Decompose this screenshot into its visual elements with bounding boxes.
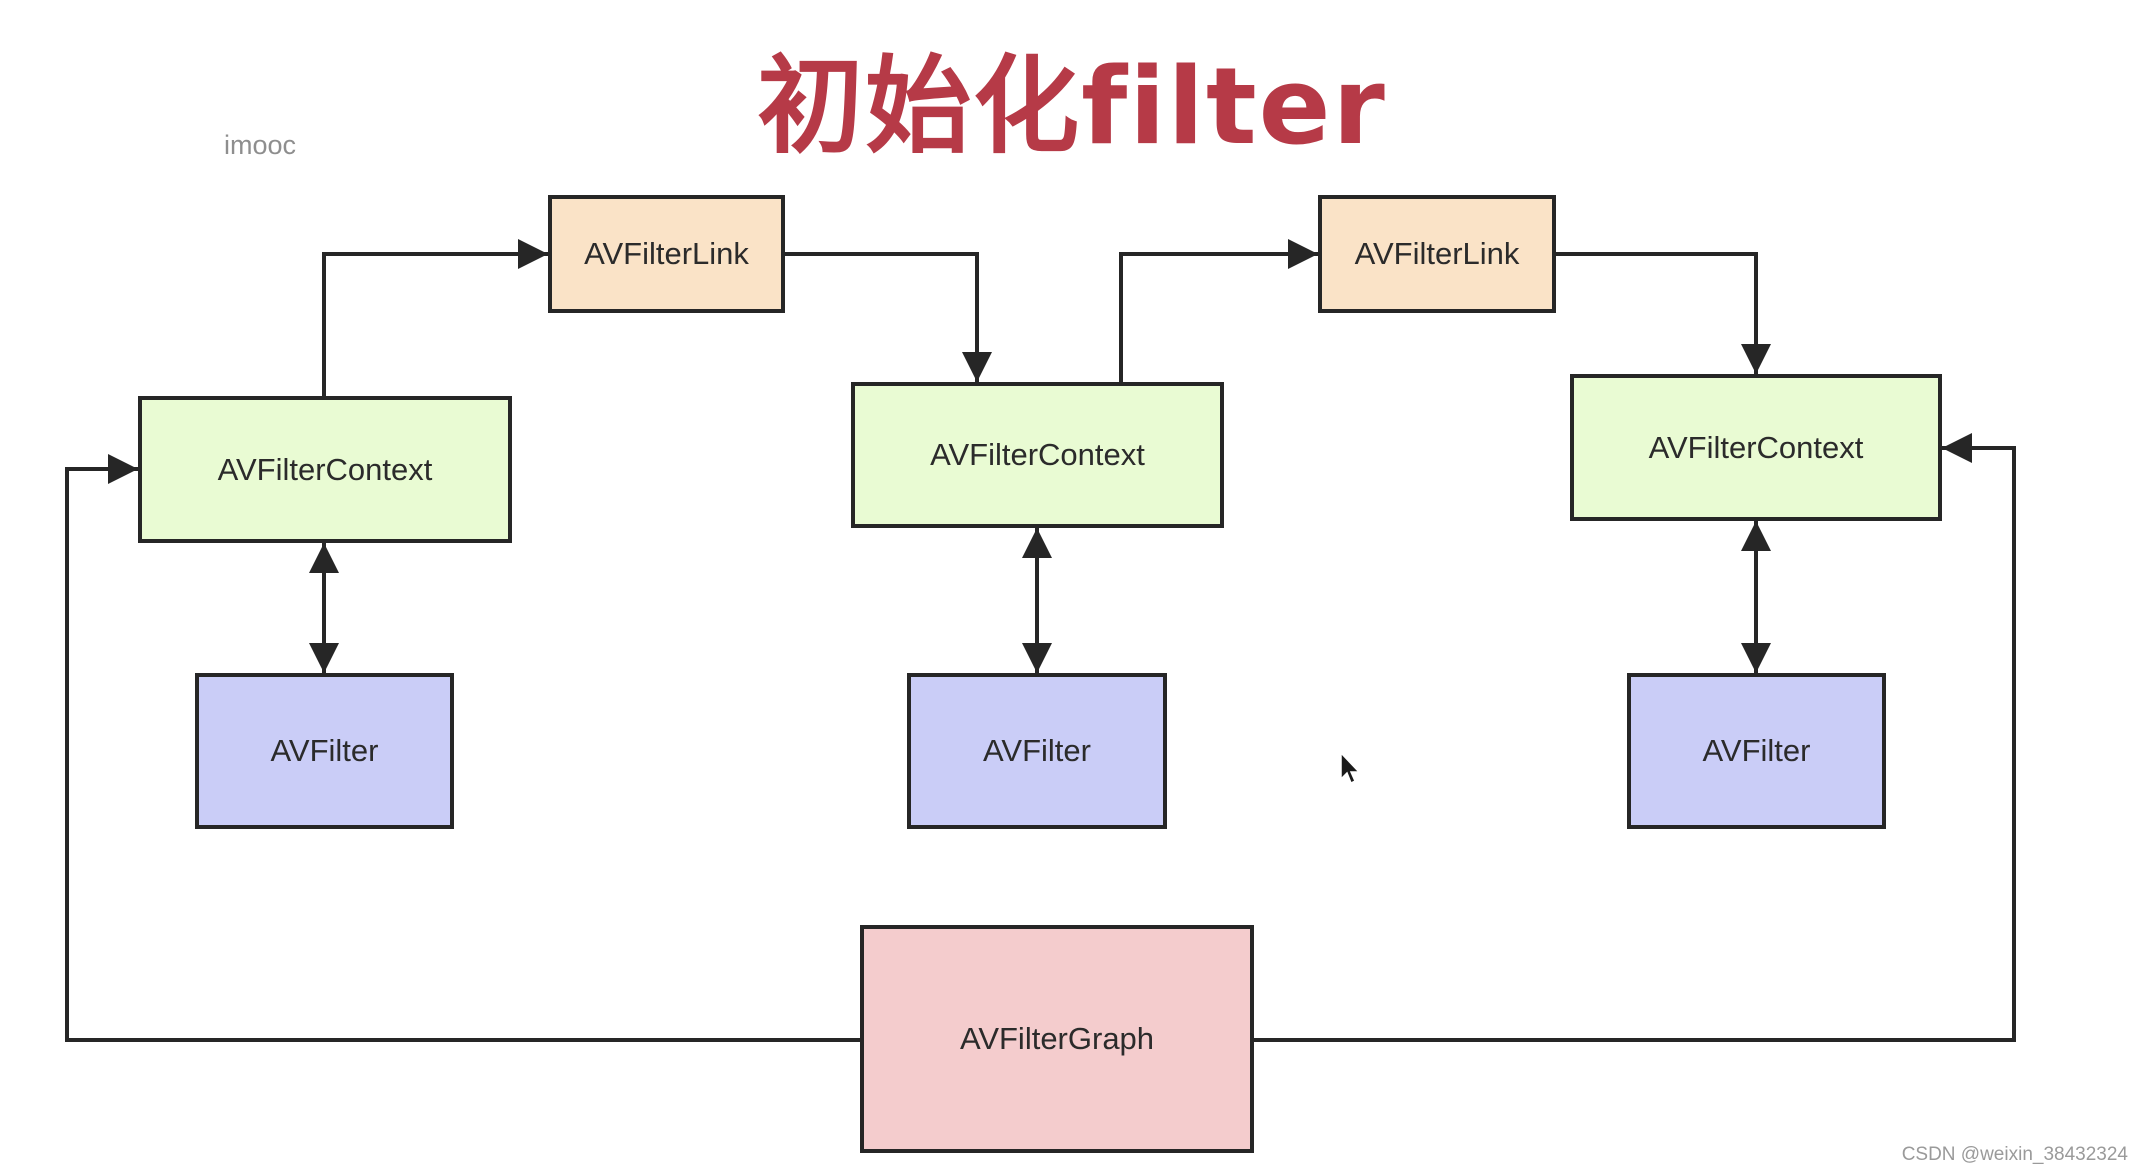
node-label: AVFilter: [270, 733, 379, 768]
node-label: AVFilter: [1702, 733, 1811, 768]
node-filter-link-1: AVFilterLink: [548, 195, 785, 313]
watermark-text: imooc: [224, 130, 297, 160]
edge-link2-to-context3: [1556, 252, 1771, 374]
edge-graph-to-context1: [65, 454, 860, 1042]
node-label: AVFilter: [983, 733, 1091, 768]
node-label: AVFilterLink: [1354, 236, 1520, 271]
page-title: 初始化filter: [757, 45, 1387, 168]
node-filter-context-1: AVFilterContext: [138, 396, 512, 543]
edge-context2-to-link2: [1119, 239, 1318, 382]
edge-graph-to-context3: [1254, 433, 2016, 1042]
node-label: AVFilterGraph: [959, 1021, 1155, 1056]
credit-text: CSDN @weixin_38432324: [1901, 1144, 2128, 1165]
edge-link1-to-context2: [785, 252, 992, 382]
edge-context1-to-link1: [322, 239, 548, 396]
node-filter-3: AVFilter: [1627, 673, 1886, 829]
node-label: AVFilterContext: [217, 451, 433, 487]
node-label: AVFilterLink: [584, 236, 749, 271]
node-filter-context-3: AVFilterContext: [1570, 374, 1942, 521]
node-label: AVFilterContext: [1648, 429, 1864, 465]
node-filter-2: AVFilter: [907, 673, 1167, 829]
node-filter-context-2: AVFilterContext: [851, 382, 1224, 528]
node-label: AVFilterContext: [930, 437, 1145, 472]
mouse-pointer-icon: [1340, 752, 1361, 785]
node-filter-graph: AVFilterGraph: [860, 925, 1254, 1153]
node-filter-link-2: AVFilterLink: [1318, 195, 1556, 313]
node-filter-1: AVFilter: [195, 673, 454, 829]
